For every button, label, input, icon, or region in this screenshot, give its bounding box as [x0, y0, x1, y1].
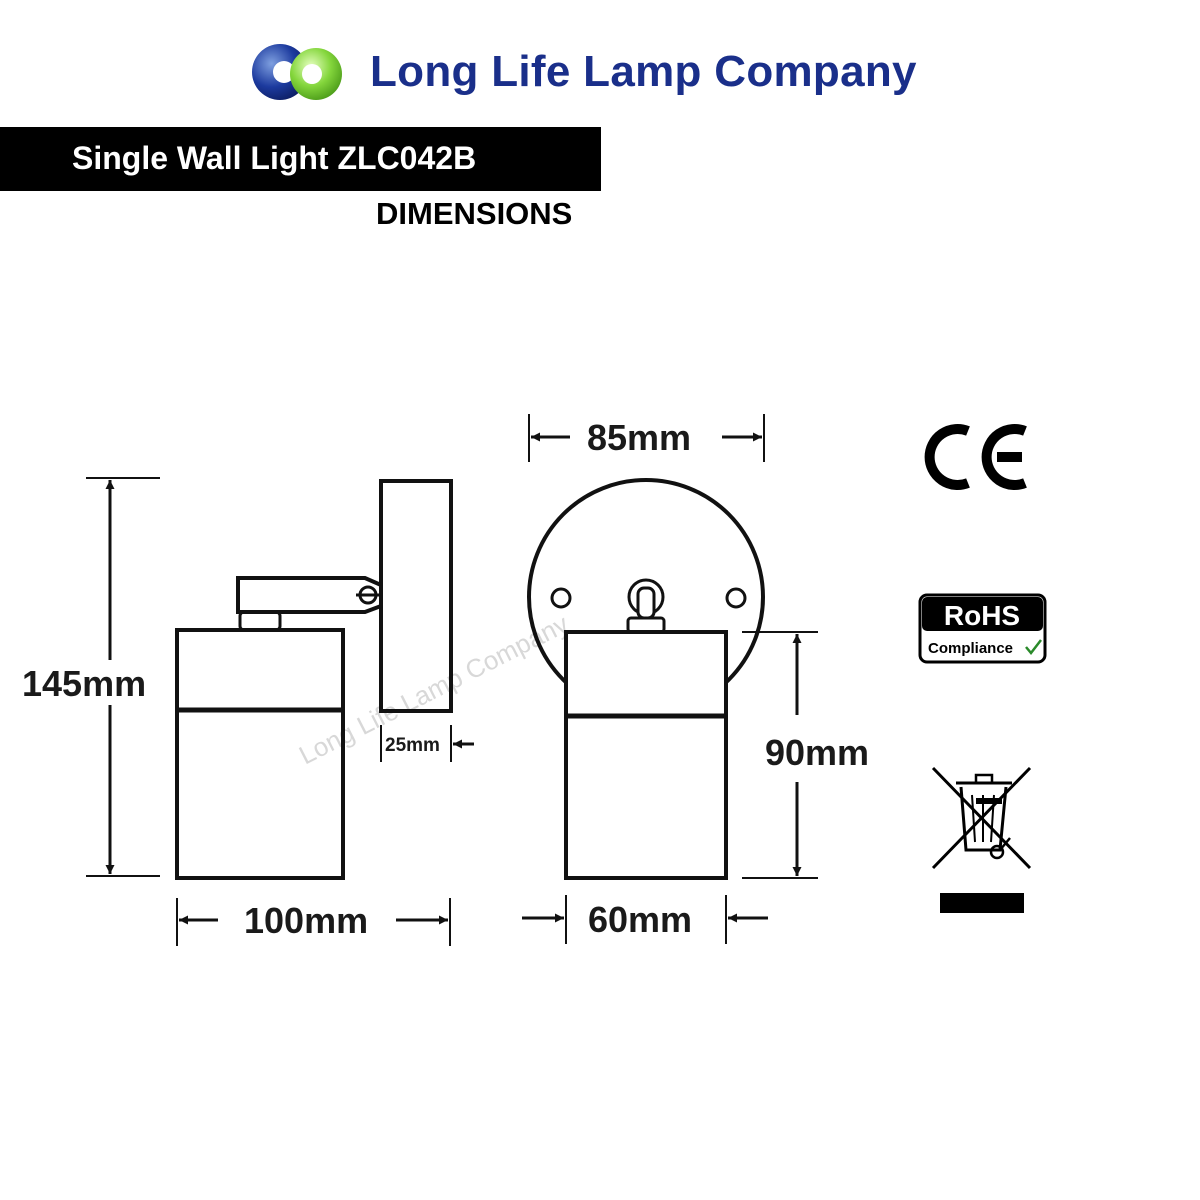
height-label: 145mm	[22, 663, 146, 704]
front-screw-hole-left	[550, 587, 572, 609]
side-arm	[236, 576, 383, 614]
rohs-title: RoHS	[944, 600, 1020, 631]
product-title-bar	[0, 127, 601, 191]
front-screw-hole-right	[725, 587, 747, 609]
head-width-label: 60mm	[588, 899, 692, 940]
brand-header: Long Life Lamp Company	[250, 40, 917, 104]
front-view	[527, 478, 765, 880]
rohs-badge-icon: RoHS Compliance	[918, 593, 1047, 664]
company-name: Long Life Lamp Company	[370, 47, 917, 96]
base-diameter-label: 85mm	[587, 417, 691, 458]
front-head	[564, 630, 728, 880]
side-connector	[238, 610, 282, 632]
ce-mark-icon	[924, 424, 1027, 490]
section-label: DIMENSIONS	[376, 196, 573, 231]
side-view	[175, 479, 453, 880]
base-thickness-label: 25mm	[385, 735, 440, 756]
weee-bin-icon	[931, 766, 1032, 913]
company-logo-icon	[252, 44, 342, 100]
head-height-label: 90mm	[765, 732, 869, 773]
rohs-subtitle: Compliance	[928, 640, 1013, 657]
product-title: Single Wall Light ZLC042B	[72, 140, 477, 176]
depth-label: 100mm	[244, 900, 368, 941]
side-head	[175, 628, 345, 880]
